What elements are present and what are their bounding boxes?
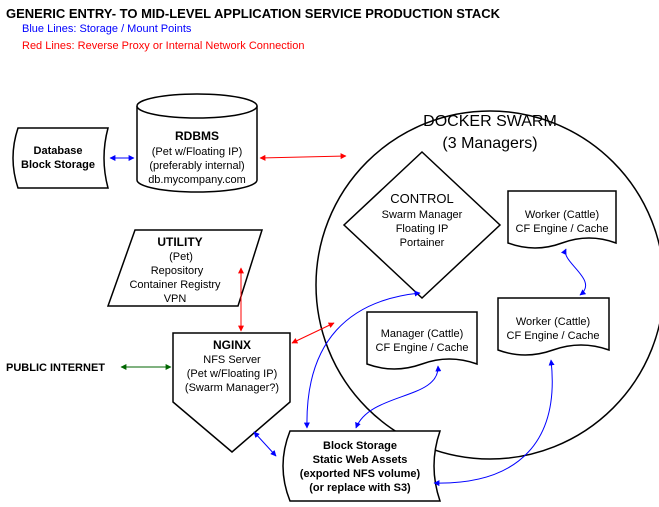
manager-line-1: Manager (Cattle) [381,328,464,340]
worker-1-line-2: CF Engine / Cache [516,223,609,235]
control-line-2: Floating IP [396,223,449,235]
worker-2-line-2: CF Engine / Cache [507,330,600,342]
docker-swarm-label-2: (3 Managers) [442,135,537,152]
block-storage-line-1: Block Storage [323,440,397,452]
docker-swarm-label-1: DOCKER SWARM [423,113,557,130]
public-internet-label: PUBLIC INTERNET [6,362,105,374]
rdbms-line-1: (Pet w/Floating IP) [152,146,242,158]
edge-nginx-block-storage [253,431,277,457]
control-node: CONTROL Swarm Manager Floating IP Portai… [342,150,502,300]
block-storage-line-3: (exported NFS volume) [300,468,421,480]
docker-swarm-node: DOCKER SWARM (3 Managers) [315,110,659,460]
rdbms-title: RDBMS [175,129,219,143]
nginx-line-2: (Pet w/Floating IP) [187,368,277,380]
database-storage-node: Database Block Storage [12,127,109,189]
utility-line-3: Container Registry [129,279,221,291]
utility-line-1: (Pet) [169,251,193,263]
worker-1-line-1: Worker (Cattle) [525,209,599,221]
rdbms-line-3: db.mycompany.com [148,174,246,186]
control-title: CONTROL [390,191,454,206]
manager-node: Manager (Cattle) CF Engine / Cache [366,311,478,370]
diagram-title: GENERIC ENTRY- TO MID-LEVEL APPLICATION … [6,6,501,21]
worker-2-node: Worker (Cattle) CF Engine / Cache [497,297,610,356]
database-storage-line-1: Database [34,145,83,157]
worker-2-line-1: Worker (Cattle) [516,316,590,328]
utility-line-4: VPN [164,293,187,305]
nginx-title: NGINX [213,338,251,352]
worker-1-node: Worker (Cattle) CF Engine / Cache [507,190,617,249]
block-storage-line-2: Static Web Assets [313,454,408,466]
block-storage-node: Block Storage Static Web Assets (exporte… [282,430,442,502]
nginx-line-1: NFS Server [203,354,261,366]
utility-node: UTILITY (Pet) Repository Container Regis… [106,229,264,307]
control-line-1: Swarm Manager [382,209,463,221]
legend-red-lines: Red Lines: Reverse Proxy or Internal Net… [22,40,305,52]
legend-blue-lines: Blue Lines: Storage / Mount Points [22,23,192,35]
manager-line-2: CF Engine / Cache [376,342,469,354]
utility-title: UTILITY [157,235,202,249]
edge-rdbms-swarm [259,153,347,161]
edge-worker2-block-storage [433,359,555,487]
rdbms-line-2: (preferably internal) [149,160,244,172]
utility-line-2: Repository [151,265,204,277]
block-storage-line-4: (or replace with S3) [309,482,411,494]
nginx-line-3: (Swarm Manager?) [185,382,279,394]
database-storage-line-2: Block Storage [21,159,95,171]
nginx-node: NGINX NFS Server (Pet w/Floating IP) (Sw… [172,332,291,453]
edge-worker1-worker2 [561,248,587,296]
control-line-3: Portainer [400,237,445,249]
rdbms-node: RDBMS (Pet w/Floating IP) (preferably in… [136,93,258,193]
edge-control-block-storage [303,290,421,429]
